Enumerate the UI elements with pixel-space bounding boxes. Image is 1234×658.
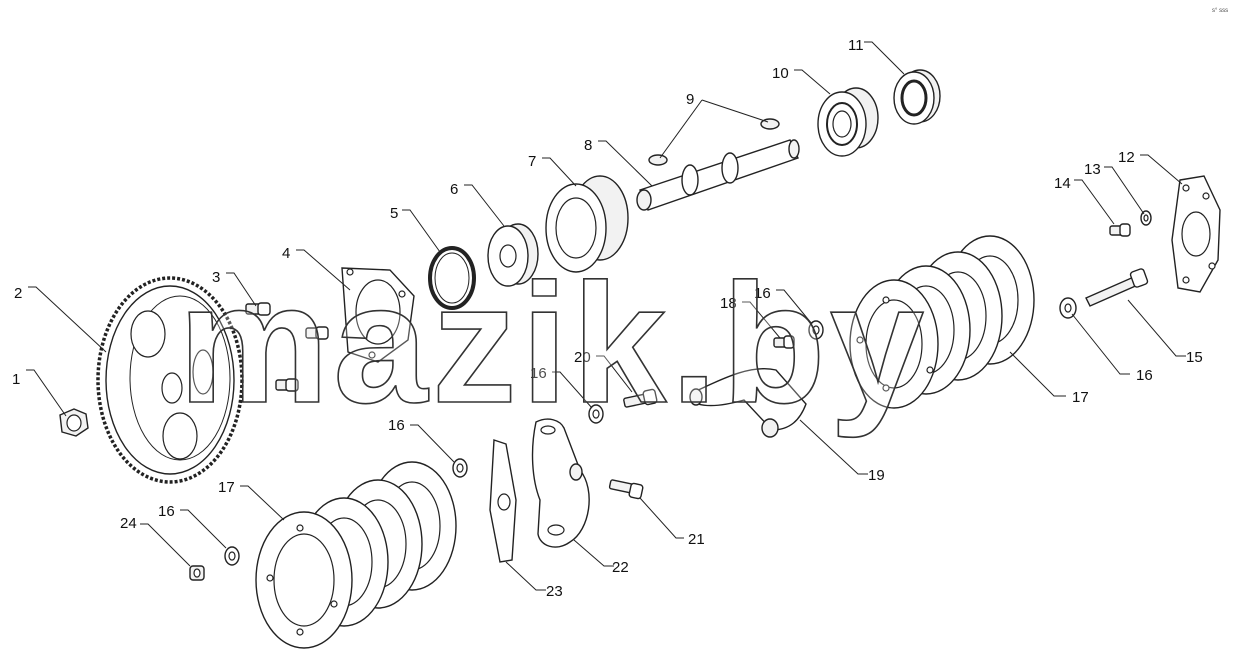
callout-6: 6 [450, 181, 458, 198]
part-20-bolt [623, 388, 658, 408]
callout-19: 19 [868, 467, 885, 484]
part-14-bolt [1109, 223, 1131, 237]
callout-3: 3 [212, 269, 220, 286]
part-18-bolt [773, 335, 795, 349]
diagram-code: s° sss [1212, 8, 1228, 14]
part-10-bearing [817, 87, 879, 157]
part-22-link-plate [531, 418, 590, 548]
callout-17-b: 17 [218, 479, 235, 496]
callout-18: 18 [720, 295, 737, 312]
callout-24: 24 [120, 515, 137, 532]
part-12-flange [1171, 175, 1221, 293]
callout-9: 9 [686, 91, 694, 108]
part-15-long-bolt [1085, 268, 1149, 307]
callout-10: 10 [772, 65, 789, 82]
callout-20: 20 [574, 349, 591, 366]
callout-8: 8 [584, 137, 592, 154]
part-19-lever-arm [689, 368, 807, 438]
callout-23: 23 [546, 583, 563, 600]
callout-4: 4 [282, 245, 290, 262]
part-5-ring [428, 246, 476, 310]
callout-1: 1 [12, 371, 20, 388]
callout-14: 14 [1054, 175, 1071, 192]
part-17-disc-pack-lower [255, 461, 457, 649]
part-11-seal [893, 69, 941, 125]
callout-16-d: 16 [388, 417, 405, 434]
part-7-housing [545, 175, 629, 273]
callout-11: 11 [848, 37, 864, 54]
callout-15: 15 [1186, 349, 1203, 366]
part-16-washers [224, 297, 1077, 566]
part-17-disc-pack-upper [849, 235, 1035, 409]
callout-16-e: 16 [158, 503, 175, 520]
part-4-gasket [341, 267, 415, 363]
callout-2: 2 [14, 285, 22, 302]
callout-16-a: 16 [1136, 367, 1153, 384]
leader-lines [26, 41, 1186, 591]
callout-17-a: 17 [1072, 389, 1089, 406]
callout-21: 21 [688, 531, 705, 548]
part-6-bushing [487, 223, 539, 287]
callout-16-c: 16 [530, 365, 547, 382]
part-1-nut [59, 408, 89, 437]
callout-22: 22 [612, 559, 629, 576]
part-23-gasket-plate [489, 439, 517, 563]
callout-13: 13 [1084, 161, 1101, 178]
callout-16-b: 16 [754, 285, 771, 302]
part-2-gear [96, 276, 244, 484]
callout-12: 12 [1118, 149, 1135, 166]
part-24-nut [189, 565, 205, 581]
callout-numbers: 1 2 3 4 5 6 7 8 9 10 11 12 13 14 15 16 1… [12, 37, 1203, 600]
callout-7: 7 [528, 153, 536, 170]
part-8-shaft [636, 139, 800, 211]
part-3-bolts [245, 302, 329, 392]
part-21-bolt [608, 479, 644, 500]
watermark: mazik.by [178, 249, 928, 439]
part-13-washer [1140, 210, 1152, 226]
callout-5: 5 [390, 205, 398, 222]
